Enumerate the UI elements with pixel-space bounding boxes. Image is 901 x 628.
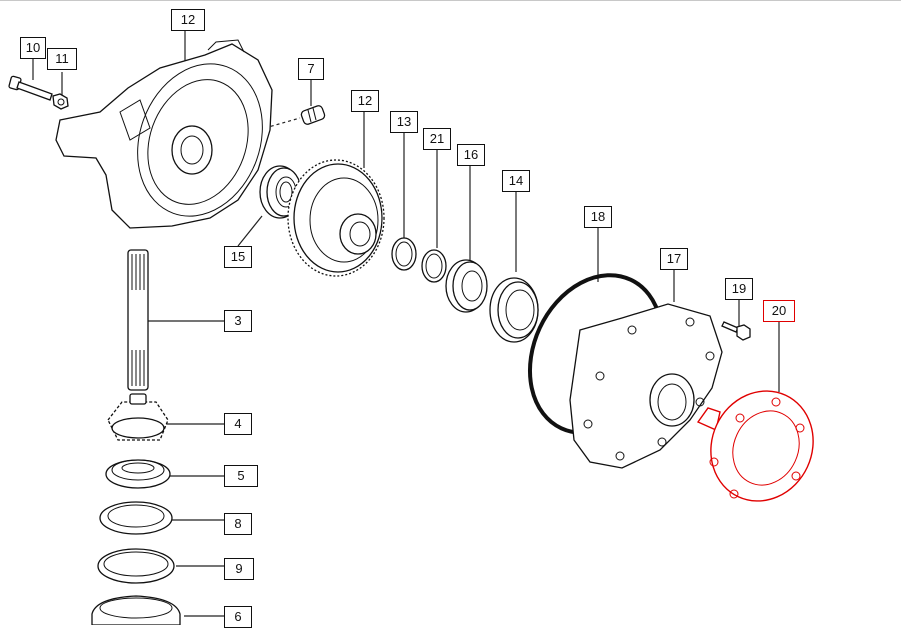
bevel-gear-part <box>107 393 169 441</box>
callout-11[interactable]: 11 <box>47 48 77 70</box>
callout-10[interactable]: 10 <box>20 37 46 59</box>
snap-ring-part <box>391 237 417 271</box>
callout-3[interactable]: 3 <box>224 310 252 332</box>
callout-12-gear[interactable]: 12 <box>351 90 379 112</box>
nut-part <box>52 93 69 110</box>
callout-20-selected[interactable]: 20 <box>763 300 795 322</box>
callout-17[interactable]: 17 <box>660 248 688 270</box>
flange-part-highlighted <box>696 390 814 502</box>
pin-part <box>300 105 326 125</box>
seal-part <box>489 277 539 343</box>
washer-part <box>421 249 447 283</box>
gear-part <box>287 159 385 277</box>
callout-6[interactable]: 6 <box>224 606 252 628</box>
callout-14[interactable]: 14 <box>502 170 530 192</box>
cover-part <box>569 303 723 469</box>
top-divider <box>0 0 901 1</box>
callout-16[interactable]: 16 <box>457 144 485 166</box>
circlip-part <box>97 548 175 584</box>
callout-4[interactable]: 4 <box>224 413 252 435</box>
bolt-part <box>8 75 53 101</box>
leader-lines <box>32 30 780 617</box>
bearing-part-16 <box>445 259 488 313</box>
screw-part <box>721 321 751 341</box>
shaft-part <box>127 249 149 391</box>
callout-19[interactable]: 19 <box>725 278 753 300</box>
callout-15[interactable]: 15 <box>224 246 252 268</box>
washer-part-8 <box>99 501 173 535</box>
callout-12-housing[interactable]: 12 <box>171 9 205 31</box>
callout-5[interactable]: 5 <box>224 465 258 487</box>
cap-part <box>91 595 181 625</box>
callout-18[interactable]: 18 <box>584 206 612 228</box>
callout-21[interactable]: 21 <box>423 128 451 150</box>
callout-7[interactable]: 7 <box>298 58 324 80</box>
callout-13[interactable]: 13 <box>390 111 418 133</box>
bearing-part-5 <box>105 459 171 489</box>
housing-part <box>55 39 273 229</box>
callout-9[interactable]: 9 <box>224 558 254 580</box>
callout-8[interactable]: 8 <box>224 513 252 535</box>
